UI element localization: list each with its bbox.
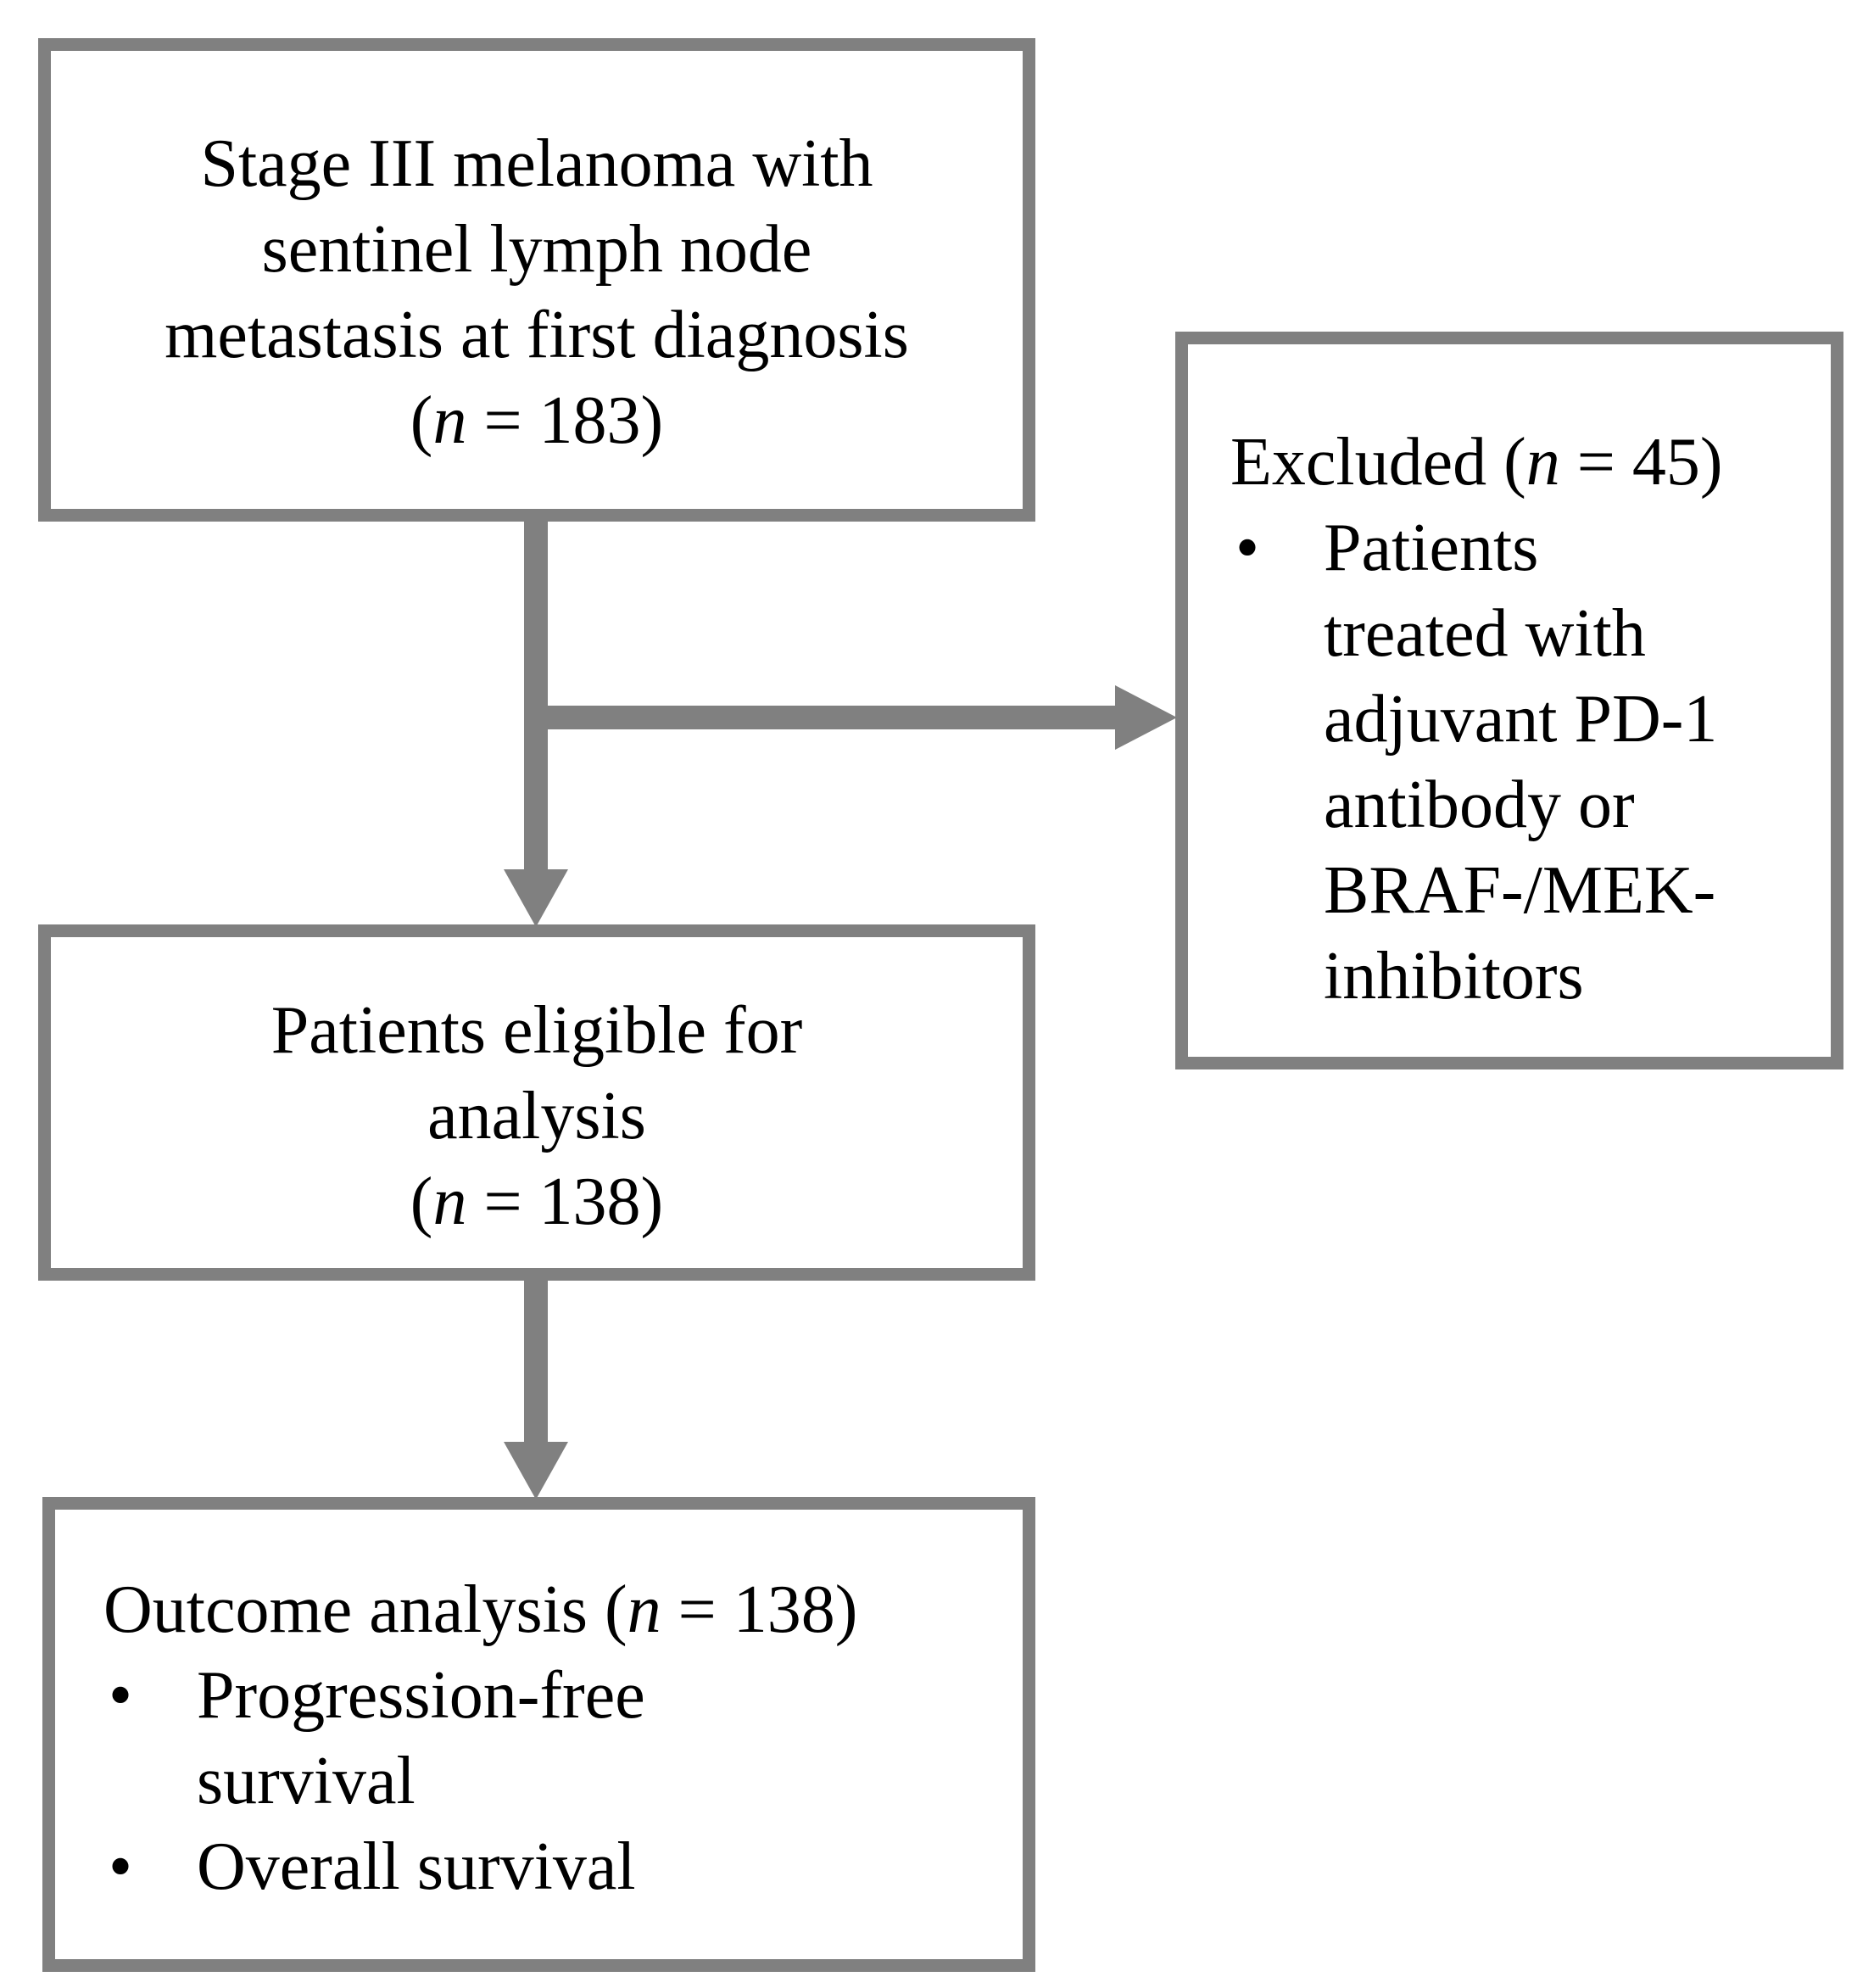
excluded-reason-item: • Patients treated with adjuvant PD-1 an…: [1230, 505, 1831, 1019]
outcome-count-var: n: [627, 1572, 661, 1647]
outcome-title: Outcome analysis (n = 138): [103, 1567, 1023, 1653]
excluded-count-value: = 45): [1559, 425, 1723, 500]
bullet-icon: •: [108, 1658, 132, 1733]
excluded-title-text: Excluded (: [1230, 425, 1526, 500]
eligible-line-2: analysis: [427, 1079, 646, 1153]
excluded-box: Excluded (n = 45) • Patients treated wit…: [1175, 332, 1843, 1069]
outcome-box: Outcome analysis (n = 138) • Progression…: [42, 1497, 1035, 1972]
excluded-reason-line-6: inhibitors: [1324, 939, 1584, 1014]
start-line-3: metastasis at first diagnosis: [165, 298, 909, 372]
outcome-measures-list: • Progression-free survival • Overall su…: [103, 1653, 1023, 1910]
excluded-reason-line-3: adjuvant PD-1: [1324, 682, 1718, 757]
excluded-reasons-list: • Patients treated with adjuvant PD-1 an…: [1230, 505, 1831, 1019]
bullet-icon: •: [108, 1829, 132, 1904]
start-box-text: Stage III melanoma with sentinel lymph n…: [51, 51, 1023, 464]
outcome-title-text: Outcome analysis (: [103, 1572, 627, 1647]
excluded-title: Excluded (n = 45): [1230, 420, 1831, 505]
start-count: (n = 183): [51, 378, 1023, 464]
start-count-value: = 183): [466, 383, 664, 458]
arrowhead-to-eligible: [504, 869, 568, 927]
excluded-reason-line-2: treated with: [1324, 596, 1646, 671]
bullet-icon: •: [1235, 511, 1259, 585]
start-count-var: n: [432, 383, 467, 458]
outcome-measure-1-line-1: Progression-free: [197, 1658, 645, 1733]
arrowhead-to-outcome: [504, 1442, 568, 1499]
start-count-open: (: [410, 383, 433, 458]
start-box: Stage III melanoma with sentinel lymph n…: [38, 38, 1035, 522]
eligible-count-open: (: [410, 1164, 433, 1239]
eligible-count: (n = 138): [51, 1159, 1023, 1245]
outcome-measure-item: • Progression-free survival: [103, 1653, 1023, 1824]
excluded-reason-line-1: Patients: [1324, 511, 1539, 585]
outcome-count-value: = 138): [661, 1572, 858, 1647]
eligible-box: Patients eligible for analysis (n = 138): [38, 924, 1035, 1281]
excluded-count-var: n: [1525, 425, 1560, 500]
eligible-count-value: = 138): [466, 1164, 664, 1239]
eligible-line-1: Patients eligible for: [271, 993, 803, 1068]
arrowhead-to-excluded: [1115, 685, 1177, 750]
eligible-box-text: Patients eligible for analysis (n = 138): [51, 937, 1023, 1245]
outcome-measure-1-line-2: survival: [197, 1744, 416, 1818]
excluded-reason-line-4: antibody or: [1324, 768, 1635, 842]
excluded-box-text: Excluded (n = 45) • Patients treated wit…: [1188, 344, 1831, 1019]
start-line-2: sentinel lymph node: [261, 212, 812, 287]
start-line-1: Stage III melanoma with: [200, 126, 873, 201]
outcome-measure-2-line-1: Overall survival: [197, 1829, 636, 1904]
outcome-measure-item: • Overall survival: [103, 1824, 1023, 1910]
eligible-count-var: n: [432, 1164, 467, 1239]
outcome-box-text: Outcome analysis (n = 138) • Progression…: [55, 1510, 1023, 1910]
excluded-reason-line-5: BRAF-/MEK-: [1324, 853, 1716, 928]
